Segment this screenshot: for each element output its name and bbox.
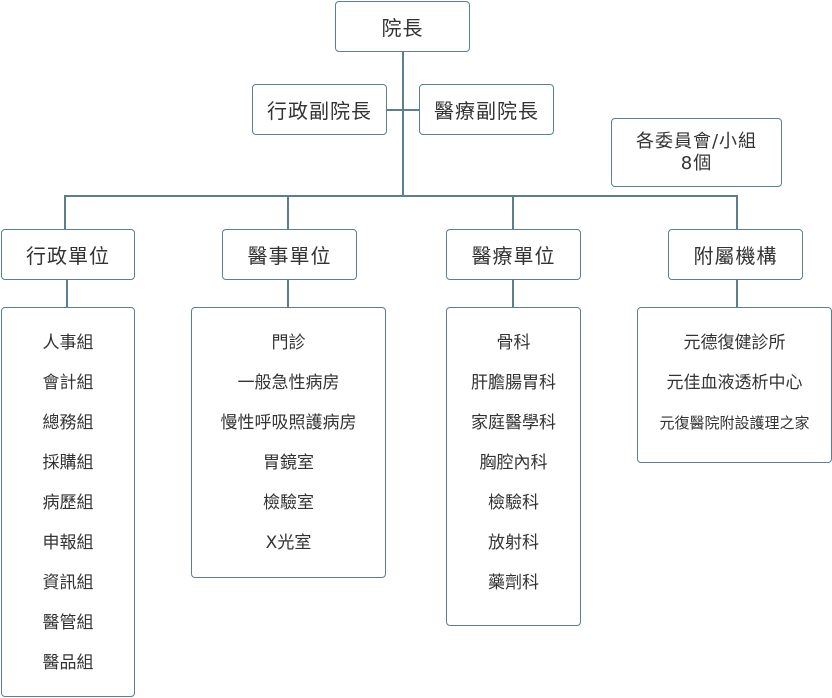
list-item: 元佳血液透析中心 — [666, 373, 803, 393]
list-item: 元復醫院附設護理之家 — [659, 414, 810, 432]
connector-list-3 — [512, 280, 514, 308]
list-item: 申報組 — [42, 533, 94, 553]
president-label: 院長 — [381, 16, 424, 40]
list-item: 醫品組 — [42, 653, 94, 673]
list-item: 一般急性病房 — [237, 373, 340, 393]
admin-deputy-node: 行政副院長 — [252, 84, 387, 135]
list-item: 藥劑科 — [488, 573, 539, 593]
unit-node-medical: 醫療單位 — [446, 229, 581, 280]
medical-deputy-node: 醫療副院長 — [419, 84, 554, 135]
list-item: 人事組 — [42, 333, 94, 353]
connector-list-2 — [287, 280, 289, 308]
list-item: 慢性呼吸照護病房 — [220, 413, 357, 433]
unit-label: 醫事單位 — [247, 244, 332, 268]
unit-list-medical-affairs: 門診 一般急性病房 慢性呼吸照護病房 胃鏡室 檢驗室 X光室 — [191, 307, 386, 578]
list-item: 肝膽腸胃科 — [471, 373, 556, 393]
president-node: 院長 — [335, 1, 470, 52]
list-item: 骨科 — [496, 333, 531, 353]
committee-label: 各委員會/小組 — [635, 130, 758, 152]
connector-list-4 — [736, 280, 738, 308]
unit-label: 附屬機構 — [693, 244, 778, 268]
connector-deputies — [386, 109, 420, 111]
list-item: 元德復健診所 — [683, 333, 786, 353]
list-item: 檢驗科 — [488, 493, 539, 513]
admin-deputy-label: 行政副院長 — [267, 99, 372, 123]
committee-count: 8個 — [680, 152, 713, 174]
list-item: 總務組 — [42, 413, 94, 433]
unit-list-affiliates: 元德復健診所 元佳血液透析中心 元復醫院附設護理之家 — [637, 307, 832, 463]
list-item: 胸腔內科 — [479, 453, 548, 473]
list-item: 醫管組 — [42, 613, 94, 633]
medical-deputy-label: 醫療副院長 — [434, 99, 539, 123]
unit-label: 醫療單位 — [471, 244, 556, 268]
connector-unit-1 — [64, 195, 66, 230]
unit-node-admin: 行政單位 — [1, 229, 135, 280]
unit-label: 行政單位 — [26, 244, 110, 268]
list-item: 門診 — [271, 333, 306, 353]
connector-unit-3 — [512, 195, 514, 230]
list-item: 家庭醫學科 — [471, 413, 556, 433]
connector-unit-2 — [287, 195, 289, 230]
unit-node-affiliates: 附屬機構 — [668, 229, 803, 280]
connector-trunk — [402, 52, 404, 196]
list-item: 採購組 — [42, 453, 94, 473]
list-item: 胃鏡室 — [263, 453, 314, 473]
list-item: 放射科 — [488, 533, 539, 553]
connector-list-1 — [66, 280, 68, 308]
list-item: X光室 — [265, 533, 312, 553]
unit-node-medical-affairs: 醫事單位 — [222, 229, 357, 280]
list-item: 檢驗室 — [263, 493, 314, 513]
list-item: 資訊組 — [42, 573, 94, 593]
list-item: 會計組 — [42, 373, 94, 393]
connector-unit-4 — [736, 195, 738, 230]
unit-list-medical: 骨科 肝膽腸胃科 家庭醫學科 胸腔內科 檢驗科 放射科 藥劑科 — [446, 307, 581, 626]
connector-horizontal — [64, 195, 738, 197]
list-item: 病歷組 — [42, 493, 94, 513]
unit-list-admin: 人事組 會計組 總務組 採購組 病歷組 申報組 資訊組 醫管組 醫品組 — [1, 307, 135, 697]
committee-node: 各委員會/小組 8個 — [611, 118, 782, 187]
